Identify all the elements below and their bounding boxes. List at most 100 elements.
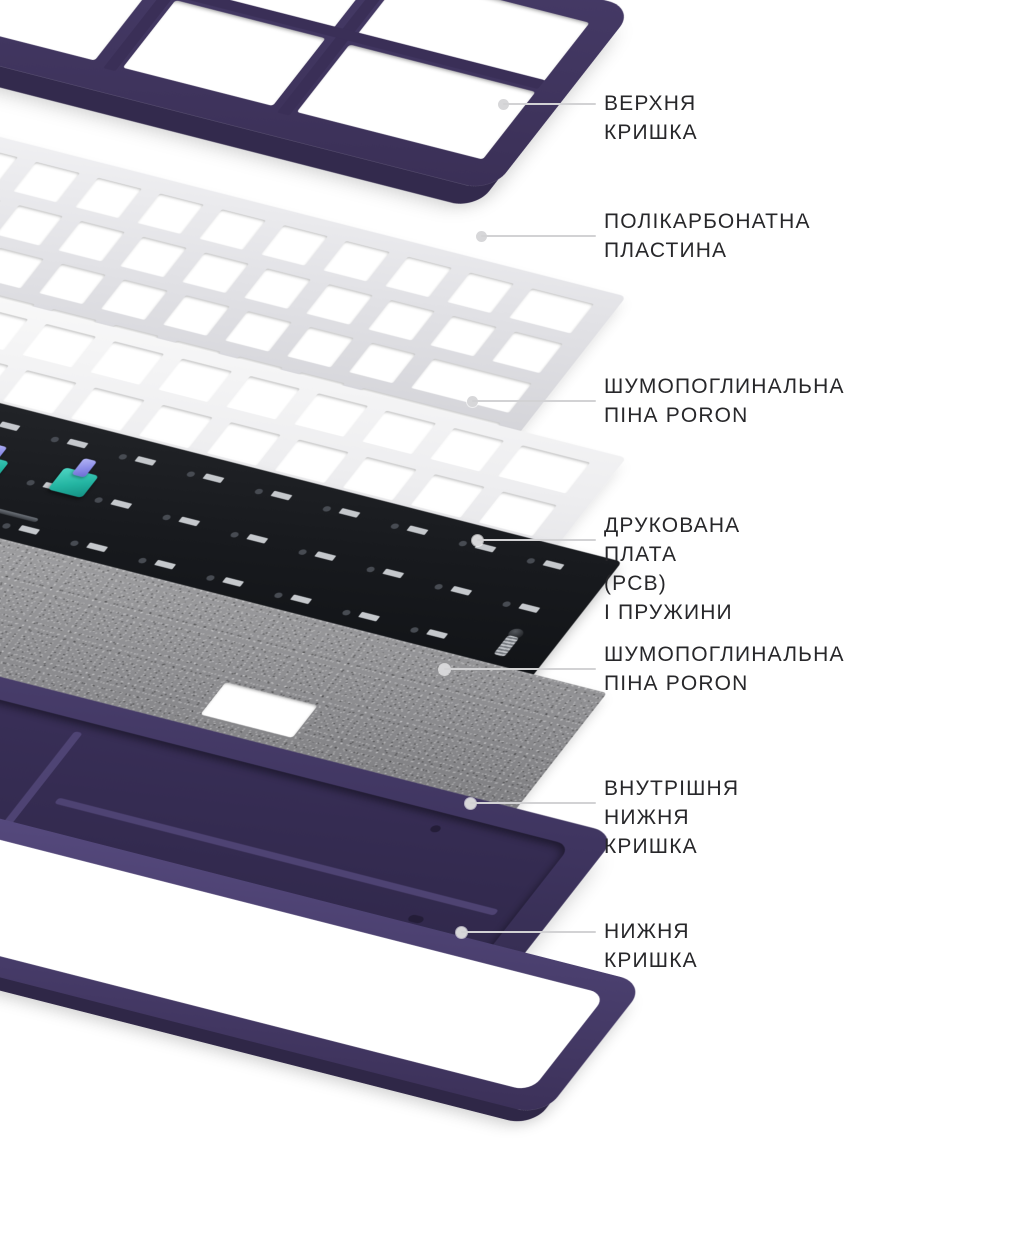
foam-cutout <box>429 427 505 472</box>
callout-label-pcb-and-springs: ДРУКОВАНА ПЛАТА (PCB) І ПРУЖИНИ <box>604 514 741 624</box>
plate-switch-hole <box>446 272 514 314</box>
plate-switch-hole <box>429 315 497 357</box>
pcb-pad <box>542 560 565 570</box>
plate-switch-hole <box>322 240 390 282</box>
exploded-diagram: ВЕРХНЯ КРИШКА ПОЛІКАРБОНАТНА ПЛАСТИНА ШУМО… <box>0 0 845 1116</box>
pcb-pad <box>0 421 21 432</box>
pcb-pad <box>178 516 201 527</box>
pcb-pad <box>134 455 157 466</box>
pcb-pad <box>426 629 449 639</box>
foam-cutout <box>89 341 165 385</box>
pcb-pad <box>161 513 173 521</box>
callout-leader-inner-bottom-cover <box>470 802 596 804</box>
pcb-pad <box>270 490 293 501</box>
pcb-pad <box>314 551 337 561</box>
callout-label-polycarbonate-plate: ПОЛІКАРБОНАТНА ПЛАСТИНА <box>604 210 811 262</box>
stabilizer-wire <box>0 488 39 523</box>
spring <box>493 634 520 657</box>
plate-switch-hole <box>384 256 452 298</box>
pcb-pad <box>18 525 41 535</box>
pcb-pad <box>185 470 197 478</box>
plate-switch-hole <box>224 311 292 352</box>
callout-leader-bottom-cover <box>461 931 596 933</box>
pcb-pad <box>202 473 225 484</box>
pcb-pad <box>86 542 109 553</box>
plate-switch-hole <box>119 236 187 278</box>
plate-switch-hole <box>198 209 266 250</box>
plate-switch-hole <box>0 145 18 187</box>
pcb-pad <box>450 585 473 596</box>
foam-cutout <box>497 445 591 494</box>
foam-cutout <box>0 352 9 397</box>
pcb-pad <box>25 479 37 487</box>
callout-leader-polycarbonate-plate <box>481 235 596 237</box>
callout-leader-pcb-and-springs <box>477 539 596 541</box>
plate-switch-hole <box>491 331 563 374</box>
stabilizer-housing <box>0 453 10 484</box>
plate-switch-hole <box>260 225 328 266</box>
plate-switch-hole <box>0 189 1 230</box>
foam-cutout <box>157 358 233 403</box>
pcb-pad <box>408 626 420 634</box>
plate-switch-hole <box>348 342 416 384</box>
foam-cutout <box>0 306 29 351</box>
pcb-pad <box>406 525 429 536</box>
pcb-pad <box>66 438 89 449</box>
pcb-pad <box>49 436 61 443</box>
plate-switch-hole <box>12 161 80 203</box>
plate-switch-hole <box>38 263 106 305</box>
pcb-pad <box>117 453 129 461</box>
callout-label-inner-bottom-cover: ВНУТРІШНЯ НИЖНЯ КРИШКА <box>604 777 740 858</box>
foam-cutout <box>361 410 437 455</box>
pcb-pad <box>222 577 245 587</box>
pcb-pad <box>358 611 381 622</box>
pcb-pad <box>272 591 284 599</box>
pcb-pad <box>457 540 469 548</box>
plate-switch-hole <box>181 252 249 294</box>
pcb-pad <box>525 557 537 565</box>
callout-label-bottom-cover: НИЖНЯ КРИШКА <box>604 920 698 972</box>
foam-cutout <box>225 375 301 420</box>
foam-cutout <box>293 393 369 437</box>
plate-switch-hole <box>74 177 142 219</box>
pcb-pad <box>297 548 309 556</box>
plate-switch-hole <box>0 205 63 246</box>
plate-switch-hole <box>57 220 125 262</box>
pcb-pad <box>110 499 133 509</box>
pcb-pad <box>204 574 216 582</box>
pcb-pad <box>229 531 241 539</box>
plate-switch-hole <box>243 268 311 309</box>
callout-label-poron-foam-upper: ШУМОПОГЛИНАЛЬНА ПІНА PORON <box>604 375 845 427</box>
pcb-pad <box>68 539 80 547</box>
plate-switch-hole <box>162 295 230 336</box>
callout-label-poron-foam-lower: ШУМОПОГЛИНАЛЬНА ПІНА PORON <box>604 643 845 695</box>
pcb-pad <box>321 505 333 513</box>
pcb-pad <box>246 533 269 544</box>
callout-leader-top-cover <box>503 103 596 105</box>
pcb-pad <box>382 568 405 579</box>
plate-switch-hole <box>305 284 373 325</box>
pcb-pad <box>338 508 361 518</box>
plate-switch-hole <box>136 193 204 235</box>
pcb-pad <box>290 594 313 605</box>
foam-lower-cutout <box>200 682 318 738</box>
plate-switch-hole <box>367 299 435 341</box>
pcb-pad <box>389 522 401 530</box>
pcb-pad <box>340 609 352 617</box>
pcb-pad <box>0 522 12 530</box>
plate-switch-hole <box>100 279 168 321</box>
pcb-pad <box>518 603 541 613</box>
callout-leader-poron-foam-lower <box>444 668 596 670</box>
callout-label-top-cover: ВЕРХНЯ КРИШКА <box>604 92 698 144</box>
pcb-pad <box>154 559 177 570</box>
pcb-pad <box>136 557 148 565</box>
pcb-pad <box>365 565 377 573</box>
plate-switch-hole <box>286 326 354 368</box>
foam-cutout <box>21 323 97 368</box>
pcb-pad <box>433 583 445 591</box>
plate-switch-hole <box>0 247 44 289</box>
pcb-pad <box>253 488 265 495</box>
pcb-pad <box>93 496 105 504</box>
pcb-pad <box>501 600 513 608</box>
plate-switch-hole <box>508 288 594 334</box>
